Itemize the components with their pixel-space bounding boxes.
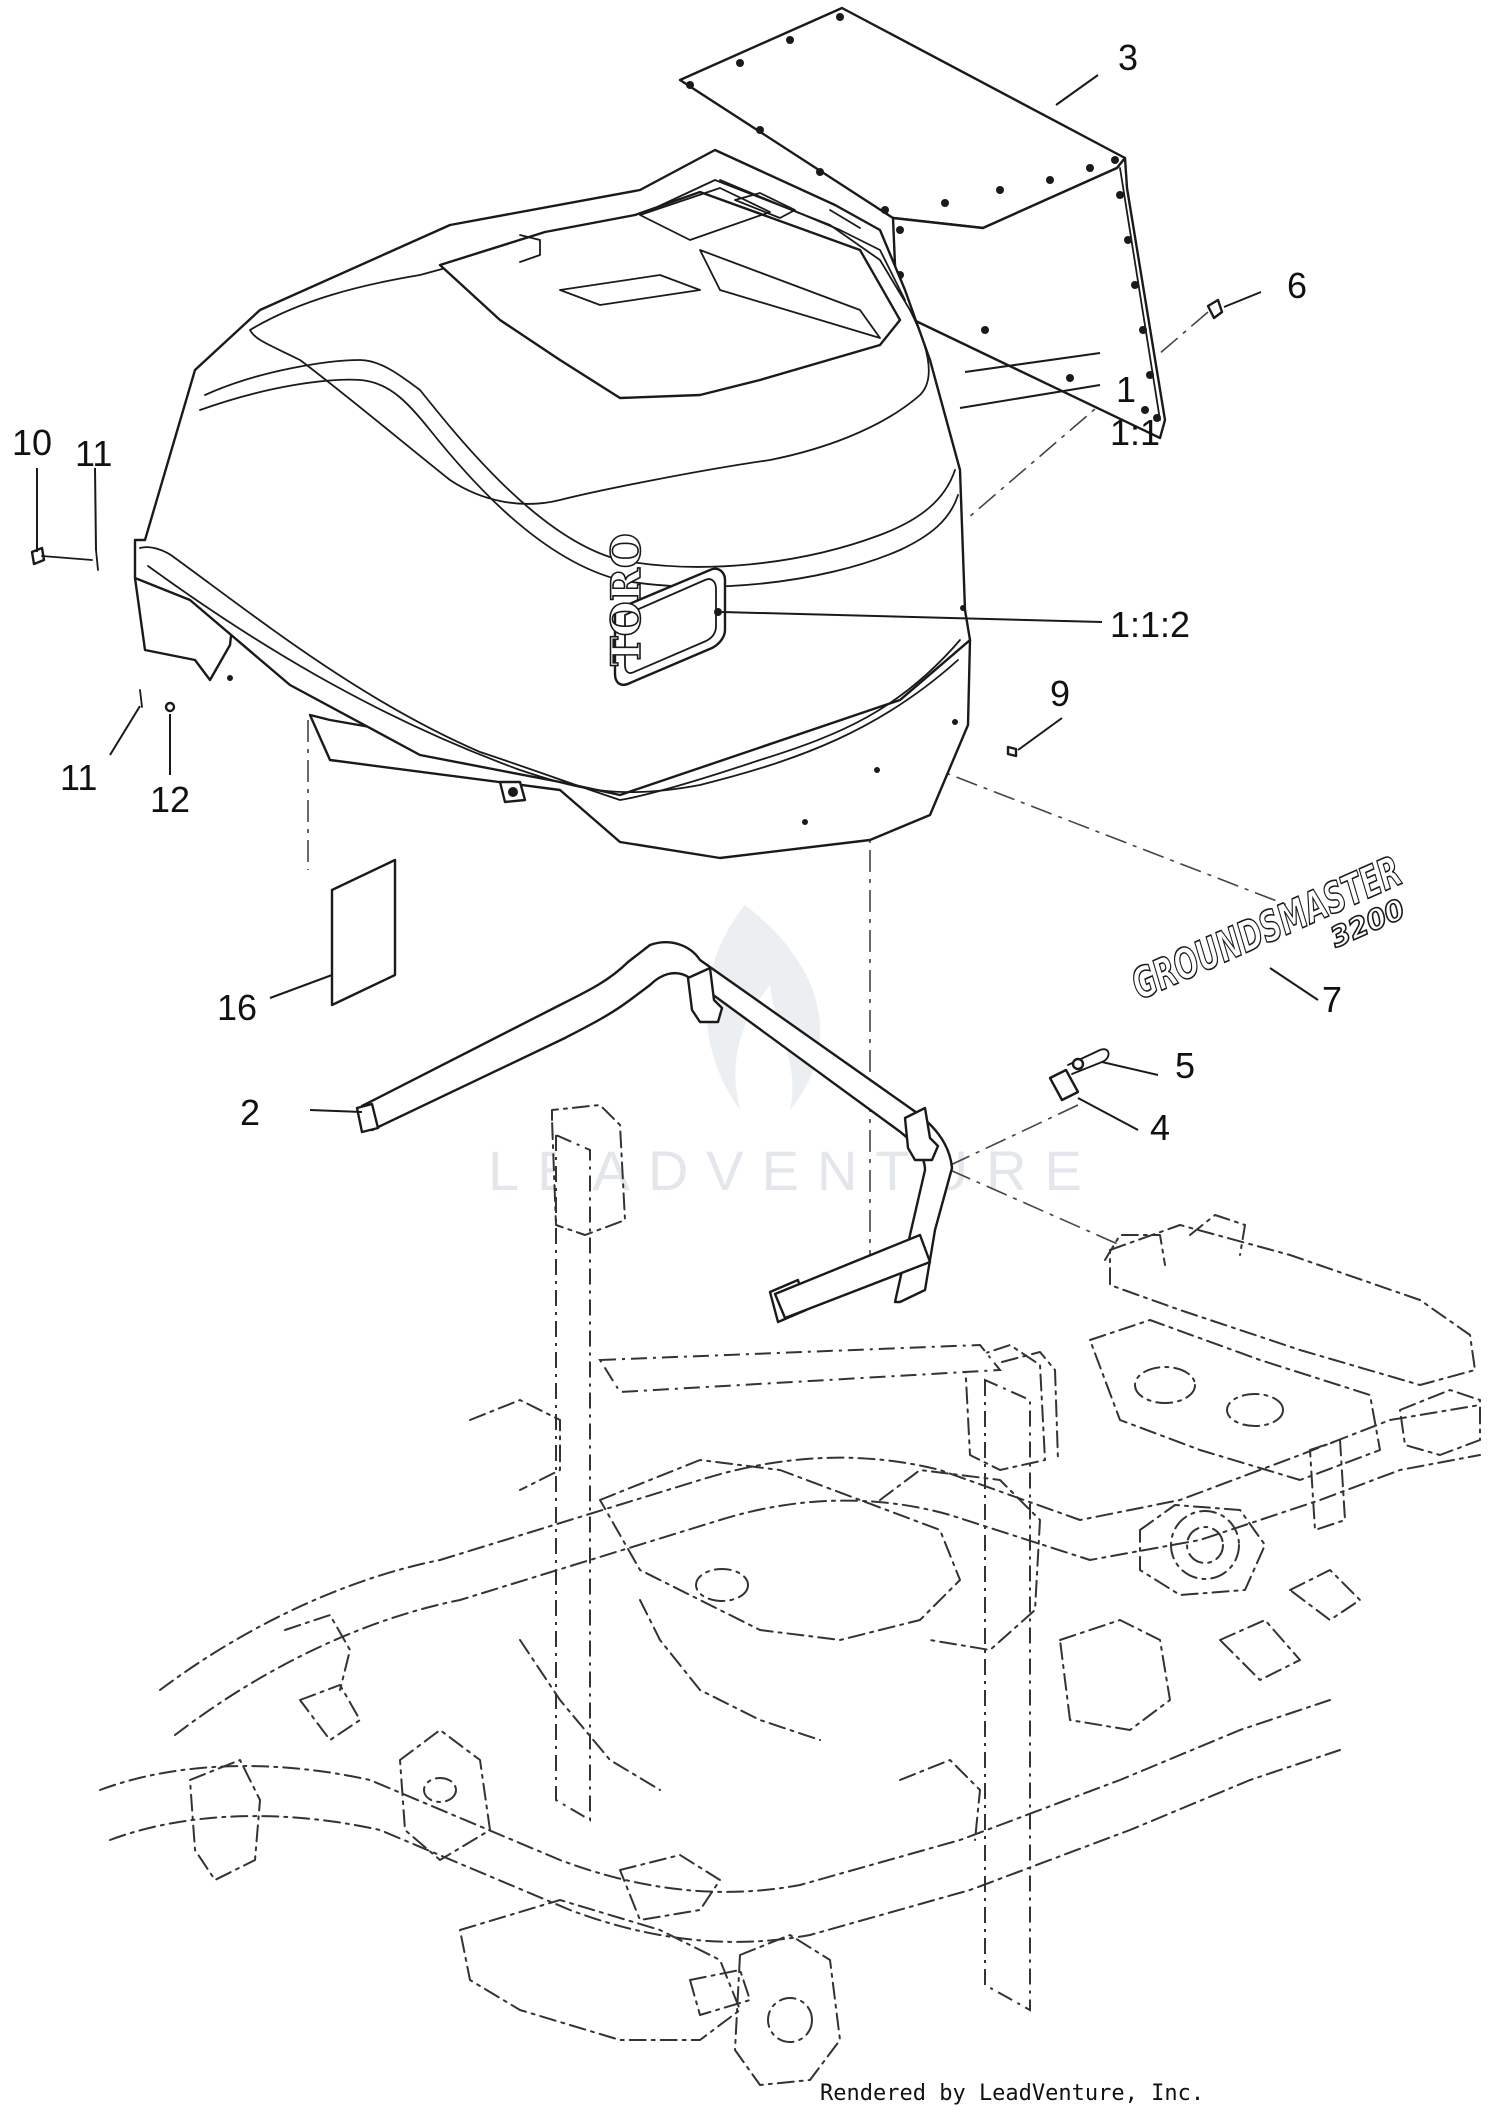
support-rod-bracket-lower (903, 1106, 940, 1162)
hood-rim (139, 546, 961, 801)
nut-12 (164, 701, 176, 713)
cover-panel-fasteners (686, 13, 1161, 422)
left-upright-bracket (551, 1104, 626, 1236)
callout-9: 9 (1050, 673, 1070, 714)
callout-1: 1 (1116, 369, 1136, 410)
support-rod-tube (360, 941, 954, 1304)
screw-6 (1206, 298, 1224, 320)
washer-11-lower (139, 689, 143, 708)
hood-decal-16 (330, 858, 397, 1007)
callout-10: 10 (12, 422, 52, 463)
center-upright-post (984, 1378, 1031, 2012)
screw-9 (1006, 745, 1018, 758)
cover-panel-side (891, 156, 1167, 440)
right-upright-bracket (964, 1344, 1046, 1471)
inner-subframe (599, 1459, 961, 1641)
front-wheel-hub (734, 1934, 841, 2086)
callout-11-upper: 11 (75, 433, 112, 474)
callout-5: 5 (1175, 1045, 1195, 1086)
front-cross-tube (1109, 1224, 1476, 1386)
hood-upper-contour (204, 359, 956, 568)
render-credit: Rendered by LeadVenture, Inc. (820, 2081, 1204, 2106)
left-upright-post (555, 1133, 591, 1822)
support-rod-end-left (355, 1102, 380, 1134)
leader-lines (36, 74, 1319, 1131)
toro-logo-plate: TORO (602, 532, 727, 687)
bolt-10 (30, 546, 46, 566)
callout-16: 16 (217, 987, 257, 1028)
callout-3: 3 (1118, 37, 1138, 78)
washer-11-upper (95, 549, 99, 571)
callout-1-1: 1:1 (1110, 412, 1160, 453)
support-rod (355, 941, 954, 1324)
left-front-bracket (189, 1759, 261, 1881)
callout-4: 4 (1150, 1107, 1170, 1148)
right-axle-bracket (1399, 1389, 1481, 1456)
hood-assembly: TORO (133, 148, 972, 1007)
left-side-rail (159, 1404, 1481, 1691)
callout-6: 6 (1287, 265, 1307, 306)
top-crossbar (598, 1343, 1002, 1394)
cover-panel (678, 6, 1167, 440)
groundsmaster-decal: GROUNDSMASTER 3200 (1123, 846, 1410, 1010)
callout-labels: 3 6 1 1:1 1:1:2 9 10 11 11 12 16 2 5 4 7 (12, 37, 1342, 1148)
hardware (30, 298, 1224, 1102)
callout-12: 12 (150, 779, 190, 820)
watermark-flame-icon (706, 905, 821, 1110)
callout-11-lower: 11 (60, 757, 97, 798)
right-side-rail (99, 1699, 1331, 1893)
callout-1-1-2: 1:1:2 (1110, 604, 1190, 645)
front-lower-tube (459, 1899, 741, 2041)
toro-logo-text: TORO (603, 533, 650, 666)
callout-2: 2 (240, 1092, 260, 1133)
pin-4 (1048, 1068, 1080, 1102)
front-mount-plate (1089, 1319, 1381, 1481)
chassis-frame (99, 1104, 1481, 2086)
callout-7: 7 (1322, 979, 1342, 1020)
support-rod-bracket-upper (686, 966, 724, 1024)
